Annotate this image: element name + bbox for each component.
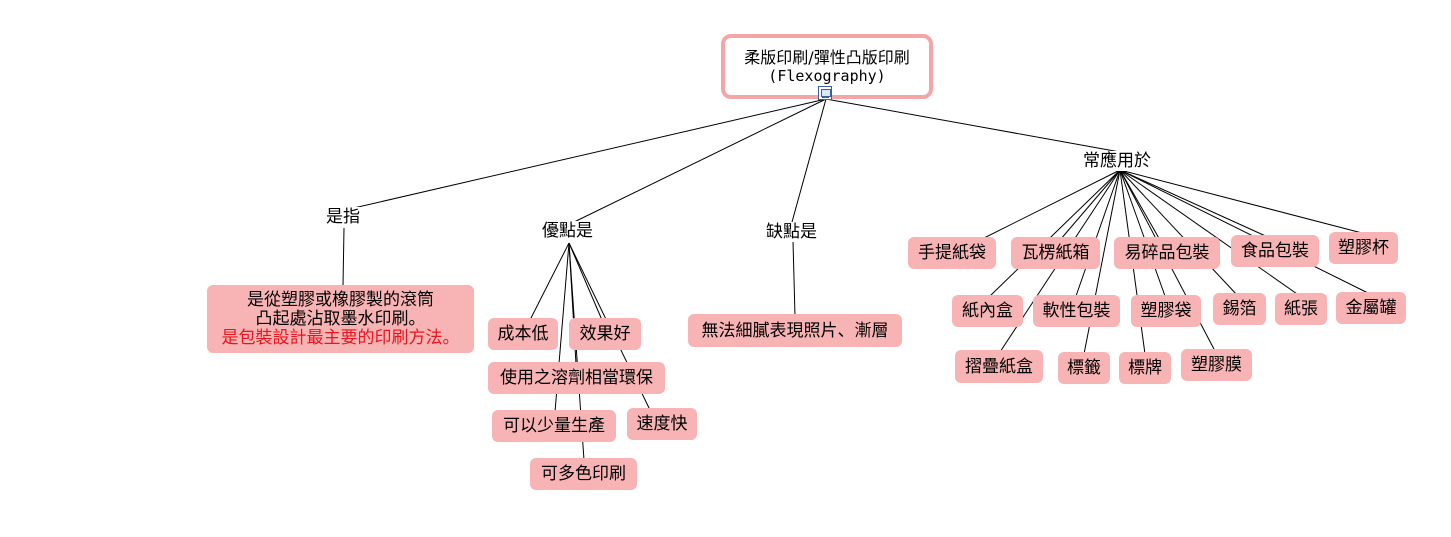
line-app-5 bbox=[989, 169, 1121, 297]
application-node[interactable]: 紙內盒 bbox=[952, 295, 1023, 327]
line-app-10 bbox=[1119, 169, 1371, 295]
application-node[interactable]: 食品包裝 bbox=[1231, 235, 1319, 267]
disadvantage-node[interactable]: 無法細膩表現照片、漸層 bbox=[688, 314, 902, 347]
link-label-disadvantages: 缺點是 bbox=[764, 222, 819, 242]
application-node[interactable]: 塑膠膜 bbox=[1181, 349, 1252, 381]
line-app-0 bbox=[979, 169, 1121, 241]
application-node[interactable]: 塑膠杯 bbox=[1329, 232, 1398, 264]
line-root-definition bbox=[344, 98, 827, 211]
line-app-7 bbox=[1119, 169, 1166, 297]
line-app-9 bbox=[1119, 169, 1301, 297]
line-root-advantages bbox=[569, 98, 827, 225]
advantage-node[interactable]: 使用之溶劑相當環保 bbox=[488, 362, 665, 394]
application-node[interactable]: 易碎品包裝 bbox=[1114, 237, 1220, 269]
definition-line-3: 是包裝設計最主要的印刷方法。 bbox=[221, 327, 460, 348]
application-node[interactable]: 標籤 bbox=[1058, 352, 1110, 384]
line-dis-0 bbox=[792, 240, 796, 317]
application-node[interactable]: 塑膠袋 bbox=[1131, 295, 1201, 327]
definition-node[interactable]: 是從塑膠或橡膠製的滾筒 凸起處沾取墨水印刷。 是包裝設計最主要的印刷方法。 bbox=[207, 285, 474, 353]
root-title: 柔版印刷/彈性凸版印刷 bbox=[744, 47, 910, 67]
application-node[interactable]: 標牌 bbox=[1119, 352, 1171, 384]
line-app-6 bbox=[1075, 169, 1121, 297]
link-label-definition: 是指 bbox=[324, 207, 362, 227]
advantage-node[interactable]: 速度快 bbox=[627, 408, 697, 440]
application-node[interactable]: 金屬罐 bbox=[1336, 292, 1406, 324]
line-app-4 bbox=[1119, 169, 1363, 234]
application-node[interactable]: 摺疊紙盒 bbox=[955, 350, 1043, 383]
application-node[interactable]: 軟性包裝 bbox=[1033, 295, 1120, 327]
definition-line-1: 是從塑膠或橡膠製的滾筒 bbox=[247, 289, 434, 310]
advantage-node[interactable]: 可以少量生產 bbox=[492, 410, 616, 442]
link-label-advantages: 優點是 bbox=[540, 221, 595, 241]
link-label-applications: 常應用於 bbox=[1081, 151, 1153, 171]
line-definition-node bbox=[342, 227, 345, 287]
line-root-disadvantages bbox=[791, 98, 827, 223]
line-root-applications bbox=[825, 98, 1121, 153]
line-adv-1 bbox=[568, 242, 603, 321]
advantage-node[interactable]: 效果好 bbox=[569, 318, 641, 350]
advantage-node[interactable]: 可多色印刷 bbox=[530, 458, 637, 490]
line-app-1 bbox=[1059, 169, 1121, 241]
line-adv-0 bbox=[529, 242, 570, 321]
line-app-3 bbox=[1119, 169, 1271, 239]
application-node[interactable]: 紙張 bbox=[1275, 293, 1327, 325]
application-node[interactable]: 手提紙袋 bbox=[908, 237, 996, 269]
application-node[interactable]: 錫箔 bbox=[1213, 293, 1266, 325]
advantage-node[interactable]: 成本低 bbox=[488, 318, 558, 350]
root-subtitle: (Flexography) bbox=[768, 66, 886, 85]
concept-map-resource-icon[interactable] bbox=[818, 86, 832, 100]
application-node[interactable]: 瓦楞紙箱 bbox=[1011, 237, 1100, 269]
definition-line-2: 凸起處沾取墨水印刷。 bbox=[255, 308, 426, 329]
line-app-8 bbox=[1119, 169, 1239, 297]
